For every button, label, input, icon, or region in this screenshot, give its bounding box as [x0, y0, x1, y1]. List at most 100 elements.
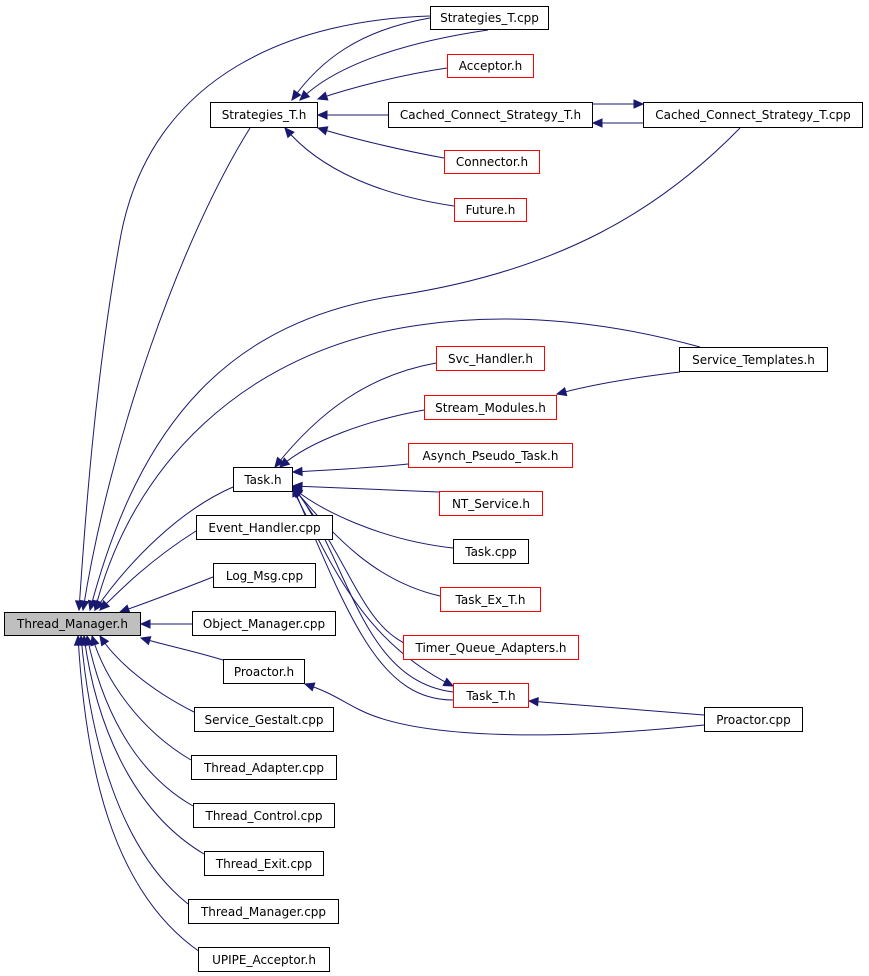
- edge-event-handler-cpp-to-thread-manager-h-line: [99, 530, 197, 611]
- edge-cached-connect-strategy-t-h-to-strategies-t-h-arrowhead: [316, 110, 328, 120]
- edge-cached-connect-strategy-t-h-to-cached-connect-strategy-t-cpp-arrowhead: [633, 99, 645, 109]
- edge-connector-h-to-strategies-t-h-arrowhead: [316, 126, 329, 136]
- node-stream-modules-h[interactable]: Stream_Modules.h: [424, 395, 557, 420]
- node-proactor-cpp[interactable]: Proactor.cpp: [704, 707, 803, 732]
- node-future-h[interactable]: Future.h: [454, 198, 527, 222]
- edge-connector-h-to-strategies-t-h-line: [317, 127, 445, 159]
- edge-task-h-to-thread-manager-h-arrowhead: [94, 599, 105, 612]
- edge-future-h-to-strategies-t-h-line: [284, 127, 455, 207]
- edge-cached-connect-strategy-t-cpp-to-thread-manager-h-line: [89, 127, 741, 611]
- edge-strategies-t-h-to-thread-manager-h: [79, 127, 251, 612]
- edge-thread-manager-cpp-to-thread-manager-h: [77, 634, 189, 905]
- node-asynch-pseudo-task-h[interactable]: Asynch_Pseudo_Task.h: [408, 443, 573, 468]
- edge-asynch-pseudo-task-h-to-task-h-arrowhead: [291, 466, 303, 477]
- node-thread-adapter-cpp[interactable]: Thread_Adapter.cpp: [191, 755, 337, 780]
- node-thread-manager-cpp[interactable]: Thread_Manager.cpp: [188, 899, 339, 924]
- edge-strategies-t-cpp-to-thread-manager-h-line: [78, 15, 431, 611]
- edge-svc-handler-h-to-task-h: [274, 362, 437, 468]
- edge-proactor-cpp-to-proactor-h-line: [304, 683, 705, 736]
- edge-nt-service-h-to-task-h-line: [292, 485, 440, 493]
- edge-thread-exit-cpp-to-thread-manager-h: [80, 634, 205, 855]
- node-event-handler-cpp[interactable]: Event_Handler.cpp: [196, 515, 333, 540]
- edge-thread-exit-cpp-to-thread-manager-h-line: [83, 635, 205, 855]
- edge-thread-manager-cpp-to-thread-manager-h-line: [80, 635, 189, 905]
- node-thread-control-cpp[interactable]: Thread_Control.cpp: [193, 803, 335, 828]
- edge-upipe-acceptor-h-to-thread-manager-h-line: [77, 635, 201, 953]
- node-cached-connect-strategy-t-h[interactable]: Cached_Connect_Strategy_T.h: [388, 102, 593, 128]
- edge-svc-handler-h-to-task-h-arrowhead: [274, 456, 285, 468]
- edge-svc-handler-h-to-task-h-line: [274, 362, 437, 468]
- edge-proactor-cpp-to-proactor-h-arrowhead: [303, 682, 316, 692]
- edge-cached-connect-strategy-t-h-to-cached-connect-strategy-t-cpp: [593, 99, 645, 109]
- node-task-cpp[interactable]: Task.cpp: [453, 539, 529, 564]
- edge-proactor-h-to-thread-manager-h-line: [140, 637, 224, 661]
- node-thread-exit-cpp[interactable]: Thread_Exit.cpp: [204, 851, 324, 876]
- edge-acceptor-h-to-strategies-t-h: [316, 67, 448, 101]
- edge-log-msg-cpp-to-thread-manager-h: [118, 576, 214, 614]
- node-upipe-acceptor-h[interactable]: UPIPE_Acceptor.h: [198, 947, 330, 972]
- node-object-manager-cpp[interactable]: Object_Manager.cpp: [192, 611, 336, 636]
- edge-strategies-t-cpp-to-strategies-t-h-2: [299, 29, 489, 101]
- edge-thread-control-cpp-to-thread-manager-h-line: [86, 635, 194, 807]
- node-nt-service-h[interactable]: NT_Service.h: [439, 491, 543, 516]
- edge-strategies-t-cpp-to-strategies-t-h-2-arrowhead: [299, 89, 311, 101]
- edge-proactor-h-to-thread-manager-h-arrowhead: [139, 636, 152, 646]
- edge-task-h-to-thread-manager-h: [94, 486, 234, 612]
- edge-future-h-to-strategies-t-h: [284, 127, 455, 207]
- edge-service-templates-h-to-thread-manager-h-line: [94, 318, 701, 611]
- node-proactor-h[interactable]: Proactor.h: [223, 659, 305, 684]
- edge-strategies-t-h-to-thread-manager-h-line: [82, 127, 251, 611]
- edge-stream-modules-h-to-task-h: [279, 409, 425, 468]
- edge-proactor-h-to-thread-manager-h: [139, 636, 224, 661]
- edge-asynch-pseudo-task-h-to-task-h-line: [292, 463, 409, 473]
- edge-upipe-acceptor-h-to-thread-manager-h-arrowhead: [73, 634, 84, 646]
- edge-strategies-t-cpp-to-strategies-t-h-arrowhead: [291, 89, 302, 101]
- edge-object-manager-cpp-to-thread-manager-h: [139, 619, 192, 629]
- edge-event-handler-cpp-to-thread-manager-h: [99, 530, 197, 611]
- node-task-t-h[interactable]: Task_T.h: [453, 683, 529, 708]
- edge-log-msg-cpp-to-thread-manager-h-line: [119, 576, 214, 613]
- node-strategies-t-cpp[interactable]: Strategies_T.cpp: [430, 6, 549, 30]
- edge-thread-adapter-cpp-to-thread-manager-h-line: [91, 635, 192, 761]
- edge-upipe-acceptor-h-to-thread-manager-h: [73, 634, 201, 953]
- edge-connector-h-to-strategies-t-h: [316, 126, 445, 159]
- node-service-templates-h[interactable]: Service_Templates.h: [679, 347, 828, 372]
- edge-proactor-cpp-to-task-t-h-line: [528, 700, 705, 716]
- node-task-ex-t-h[interactable]: Task_Ex_T.h: [440, 587, 541, 612]
- edge-timer-queue-adapters-h-to-task-h-line: [292, 486, 405, 644]
- edge-service-templates-h-to-thread-manager-h: [92, 318, 701, 612]
- edge-service-gestalt-cpp-to-thread-manager-h: [99, 634, 195, 713]
- edge-future-h-to-strategies-t-h-arrowhead: [284, 127, 295, 139]
- edge-event-handler-cpp-to-thread-manager-h-arrowhead: [99, 599, 111, 611]
- edge-service-templates-h-to-stream-modules-h-arrowhead: [555, 386, 568, 397]
- node-timer-queue-adapters-h[interactable]: Timer_Queue_Adapters.h: [403, 635, 579, 660]
- edge-strategies-t-h-to-thread-manager-h-arrowhead: [79, 599, 90, 612]
- edge-cached-connect-strategy-t-cpp-to-cached-connect-strategy-t-h: [591, 118, 643, 128]
- node-log-msg-cpp[interactable]: Log_Msg.cpp: [213, 563, 316, 588]
- edge-thread-adapter-cpp-to-thread-manager-h: [90, 634, 192, 761]
- node-task-h[interactable]: Task.h: [233, 467, 293, 492]
- node-thread-manager-h: Thread_Manager.h: [4, 612, 141, 636]
- edge-cached-connect-strategy-t-h-to-strategies-t-h: [316, 110, 388, 120]
- edge-task-cpp-to-task-h-line: [292, 487, 454, 549]
- node-service-gestalt-cpp[interactable]: Service_Gestalt.cpp: [194, 707, 334, 732]
- edge-cached-connect-strategy-t-cpp-to-cached-connect-strategy-t-h-arrowhead: [591, 118, 603, 128]
- edge-strategies-t-cpp-to-strategies-t-h-line: [291, 17, 431, 101]
- edge-service-gestalt-cpp-to-thread-manager-h-line: [99, 635, 195, 713]
- node-cached-connect-strategy-t-cpp[interactable]: Cached_Connect_Strategy_T.cpp: [643, 102, 863, 128]
- node-acceptor-h[interactable]: Acceptor.h: [447, 54, 534, 78]
- node-strategies-t-h[interactable]: Strategies_T.h: [210, 102, 318, 128]
- edge-strategies-t-cpp-to-strategies-t-h: [291, 17, 431, 101]
- edge-task-h-to-thread-manager-h-line: [94, 486, 234, 611]
- edge-acceptor-h-to-strategies-t-h-line: [317, 67, 448, 100]
- edge-nt-service-h-to-task-h: [291, 481, 440, 493]
- edge-service-templates-h-to-stream-modules-h-line: [556, 371, 681, 395]
- edge-proactor-cpp-to-task-t-h: [527, 696, 705, 716]
- edge-task-ex-t-h-to-task-h-line: [292, 487, 441, 597]
- edge-stream-modules-h-to-task-h-line: [279, 409, 425, 468]
- edge-object-manager-cpp-to-thread-manager-h-arrowhead: [139, 619, 151, 629]
- node-connector-h[interactable]: Connector.h: [444, 150, 540, 174]
- node-svc-handler-h[interactable]: Svc_Handler.h: [436, 346, 545, 371]
